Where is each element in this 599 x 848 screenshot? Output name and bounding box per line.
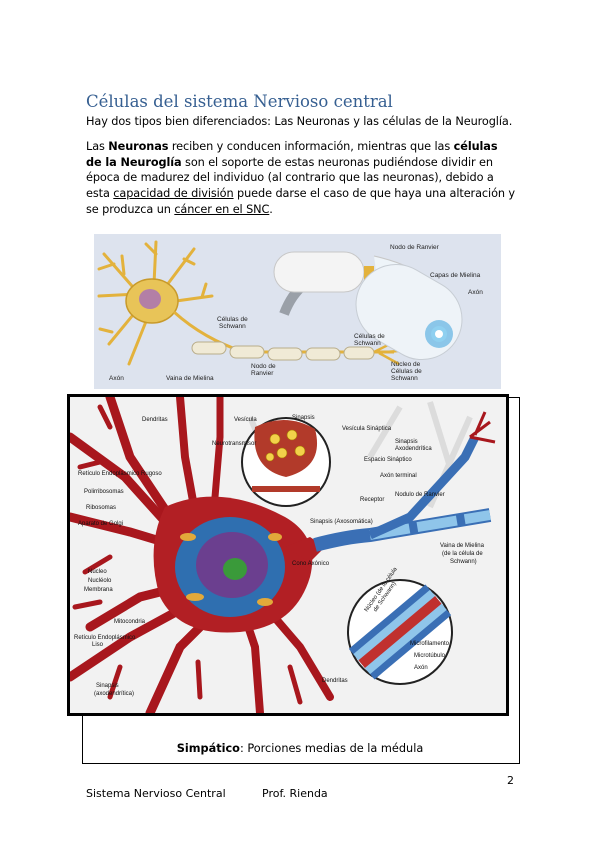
neuron-myelin-figure: Nodo de Ranvier Capas de Mielina Axón Cé… [94, 234, 501, 389]
label-nodo-ranvier-bottom: Ranvier [251, 370, 274, 377]
caption-text: : Porciones medias de la médula [239, 742, 424, 755]
fig2-label-sinapsis-axodendritica-b: (axodendrítica) [94, 691, 134, 697]
fig2-label-polirribosomas: Polirribosomas [84, 489, 124, 495]
text-run: son el soporte de estas neuronas pudiénd… [181, 155, 493, 169]
text-line: época de madurez del individuo (al contr… [86, 171, 494, 185]
fig2-label-nodulo-ranvier: Nodulo de Ranvier [395, 492, 445, 498]
fig2-label-mitocondria: Mitocondria [114, 619, 146, 625]
label-celulas-schwann-right: Células de [354, 333, 385, 340]
label-vaina-mielina: Vaina de Mielina [166, 375, 214, 382]
label-celulas-schwann-right: Schwann [354, 340, 381, 347]
fig2-label-ribosomas: Ribosomas [86, 505, 116, 511]
text-run: se produzca un [86, 202, 175, 216]
fig2-label-reticulo-liso: Liso [92, 642, 104, 648]
neuron-anatomy-illustration: Dendritas Vesícula Neurotransmisor Sinap… [70, 397, 496, 713]
label-celulas-schwann: Células de [217, 316, 248, 323]
fig2-label-aparato-golgi: Aparato de Golgi [78, 521, 123, 527]
label-nodo-ranvier-bottom: Nodo de [251, 363, 276, 370]
label-celulas-schwann: Schwann [219, 323, 246, 330]
fig2-label-neurotransmisor: Neurotransmisor [212, 441, 256, 447]
fig2-label-cono-axonico: Cono Axónico [292, 561, 330, 567]
text-run: . [269, 202, 273, 216]
intro-text: Hay dos tipos bien diferenciados: Las Ne… [86, 115, 513, 128]
fig2-label-axon-terminal: Axón terminal [380, 473, 417, 479]
body-paragraph: Las Neuronas reciben y conducen informac… [86, 139, 526, 218]
fig2-label-reticulo-liso: Retículo Endoplásmico [74, 635, 136, 641]
fig2-label-vesicula: Vesícula [234, 417, 257, 423]
fig2-label-nucleolo: Nucléolo [88, 578, 112, 584]
bold-term-celulas: células [453, 140, 498, 153]
fig2-label-nucleo: Núcleo [88, 569, 107, 575]
bold-term-neuronas: Neuronas [108, 140, 169, 153]
fig2-label-vaina-mielina: Vaina de Mielina [440, 543, 485, 549]
caption-bold: Simpático [176, 742, 240, 755]
text-run: esta [86, 187, 114, 201]
text-run: puede darse el caso de que haya una alte… [233, 187, 516, 201]
fig2-label-sinapsis-axosomatica: Sinapsis (Axosomática) [310, 519, 373, 525]
label-capas-mielina: Capas de Mielina [430, 272, 481, 279]
label-nucleo: Schwann [391, 375, 418, 382]
fig2-label-sinapsis-axodendritica: Axodendrítica [395, 446, 432, 452]
fig2-label-vesicula-sinaptica: Vesícula Sináptica [342, 426, 392, 432]
page-number: 2 [507, 774, 514, 787]
footer-author: Prof. Rienda [262, 787, 328, 800]
fig2-label-sinapsis-axodendritica-b: Sinapsis [96, 683, 119, 689]
fig2-label-receptor: Receptor [360, 497, 384, 503]
fig2-label-dendritas-top: Dendritas [142, 417, 168, 423]
figure-caption: Simpático: Porciones medias de la médula [82, 742, 518, 755]
fig2-label-espacio-sinaptico: Espacio Sináptico [364, 457, 412, 463]
neuron-anatomy-figure: Dendritas Vesícula Neurotransmisor Sinap… [67, 394, 509, 716]
page-title: Células del sistema Nervioso central [86, 92, 393, 111]
footer-course: Sistema Nervioso Central [86, 787, 226, 800]
text-run: reciben y conducen información, mientras… [168, 140, 454, 153]
label-nucleo: Núcleo de [391, 361, 421, 368]
fig2-label-vaina-mielina: Schwann) [450, 559, 477, 565]
underlined-term: capacidad de división [113, 187, 234, 201]
underlined-term: cáncer en el SNC [174, 202, 270, 216]
label-nucleo: Células de [391, 368, 422, 375]
text-run: Las [86, 140, 109, 153]
label-nodo-ranvier-top: Nodo de Ranvier [390, 244, 440, 251]
label-axon-left: Axón [109, 375, 124, 382]
fig2-label-microtubulo: Microtúbulo [414, 653, 446, 659]
fig2-label-membrana: Membrana [84, 587, 113, 593]
bold-term-neuroglia: de la Neuroglía [86, 155, 182, 169]
fig2-label-vaina-mielina: (de la célula de [442, 551, 483, 557]
fig2-label-dendritas-bottom: Dendritas [322, 678, 348, 684]
fig2-label-axon: Axón [414, 665, 428, 671]
label-axon-right: Axón [468, 289, 483, 296]
neuron-myelin-illustration: Nodo de Ranvier Capas de Mielina Axón Cé… [97, 240, 483, 382]
fig2-label-reticulo: Retículo Endoplásmico Rugoso [78, 471, 162, 477]
fig2-label-sinapsis-axodendritica: Sinapsis [395, 439, 418, 445]
fig2-label-microfilamento: Microfilamento [410, 641, 450, 647]
fig2-label-sinapsis: Sinapsis [292, 415, 315, 421]
